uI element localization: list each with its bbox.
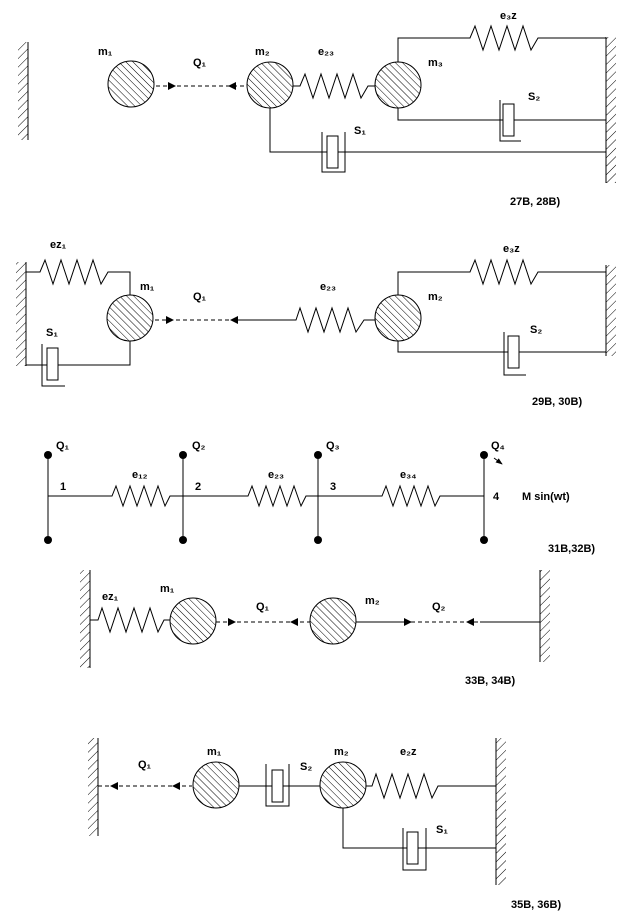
- node-1: [44, 451, 52, 544]
- right-wall: [539, 570, 550, 662]
- label-e2z: e₂z: [400, 746, 417, 758]
- q1-arrow-right: [228, 618, 236, 626]
- label-s1: S₁: [354, 125, 366, 137]
- label-m1: m₁: [207, 746, 222, 758]
- node-3: [314, 451, 322, 544]
- spring-e3z: [397, 258, 606, 295]
- q1-arrow-left: [228, 82, 236, 90]
- label-ez1: ez₁: [50, 239, 67, 251]
- label-m3: m₃: [428, 57, 443, 69]
- node-2: [179, 451, 187, 544]
- label-force: M sin(wt): [522, 491, 570, 503]
- damper-s2: [397, 332, 606, 376]
- left-wall: [18, 42, 29, 140]
- right-wall: [495, 738, 506, 885]
- q1-arrow-left: [230, 316, 238, 324]
- mass-m1: [106, 294, 154, 342]
- label-e12: e₁₂: [132, 469, 148, 481]
- q1-arrow-left: [110, 782, 118, 790]
- label-q2: Q₂: [432, 601, 446, 613]
- node-4: [480, 451, 488, 544]
- mass-m1: [192, 761, 240, 809]
- label-m2: m₂: [334, 746, 349, 758]
- label-ez1: ez₁: [102, 591, 119, 603]
- mass-m1: [107, 60, 155, 108]
- q2-arrow-left: [466, 618, 474, 626]
- diagram-29b-30b: ez₁ m₁ S₁ Q₁ e₂₃ m₂ e₃z S₂ 29B, 30B): [16, 239, 616, 408]
- caption-4: 33B, 34B): [465, 675, 515, 687]
- label-s2: S₂: [528, 91, 540, 103]
- label-q1: Q₁: [256, 601, 270, 613]
- label-q4: Q₄: [491, 440, 505, 452]
- label-node-3: 3: [330, 481, 336, 493]
- left-wall: [88, 738, 99, 836]
- label-s1: S₁: [46, 327, 58, 339]
- diagram-27b-28b: m₁ Q₁ m₂ e₂₃ m₃ e₃z S₂ S₁ 27B, 28B): [18, 10, 616, 208]
- mass-m2: [309, 597, 357, 645]
- mass-m1: [169, 597, 217, 645]
- label-node-2: 2: [195, 481, 201, 493]
- damper-s2: [239, 764, 320, 807]
- left-wall: [80, 570, 91, 668]
- label-e3z: e₃z: [503, 243, 520, 255]
- label-q1: Q₁: [138, 759, 152, 771]
- damper-s1: [269, 108, 606, 173]
- label-q1: Q₁: [193, 291, 207, 303]
- caption-5: 35B, 36B): [511, 899, 561, 911]
- caption-1: 27B, 28B): [510, 196, 560, 208]
- right-wall: [605, 265, 616, 356]
- q1-arrow-right: [168, 82, 176, 90]
- spring-e23: [238, 306, 375, 334]
- diagram-35b-36b: Q₁ m₁ S₂ m₂ e₂z S₁ 35B, 36B): [88, 738, 561, 911]
- caption-3: 31B,32B): [548, 543, 595, 555]
- label-m1: m₁: [160, 583, 175, 595]
- label-q2: Q₂: [192, 440, 206, 452]
- label-e34: e₃₄: [400, 469, 416, 481]
- q1-arrow-right: [166, 316, 174, 324]
- label-node-4: 4: [493, 491, 500, 503]
- mass-m2: [374, 294, 422, 342]
- spring-e34: [318, 484, 484, 508]
- label-m1: m₁: [140, 281, 155, 293]
- damper-s1: [342, 808, 496, 871]
- q2-arrow-right: [404, 618, 412, 626]
- label-m2: m₂: [255, 46, 270, 58]
- label-e3z: e₃z: [500, 10, 517, 22]
- mass-m2: [319, 761, 367, 809]
- label-e23: e₂₃: [318, 46, 334, 58]
- caption-2: 29B, 30B): [532, 396, 582, 408]
- left-wall: [16, 262, 27, 366]
- damper-s2: [397, 100, 606, 142]
- label-m2: m₂: [365, 595, 380, 607]
- spring-e3z: [397, 24, 606, 62]
- right-wall: [605, 37, 616, 183]
- label-s1: S₁: [436, 824, 448, 836]
- label-q1: Q₁: [56, 440, 70, 452]
- diagram-31b-32b: Q₁ Q₂ Q₃ Q₄ 1 2 3 4 e₁₂ e₂₃ e₃₄ M sin(wt…: [44, 440, 595, 555]
- spring-e23: [293, 72, 375, 100]
- label-node-1: 1: [60, 481, 66, 493]
- spring-e2z: [366, 772, 496, 800]
- q1-arrow-left: [290, 618, 298, 626]
- label-q1: Q₁: [193, 57, 207, 69]
- label-q3: Q₃: [326, 440, 340, 452]
- diagram-33b-34b: ez₁ m₁ Q₁ m₂ Q₂ 33B, 34B): [80, 570, 550, 687]
- q4-arrow: [493, 457, 503, 465]
- label-s2: S₂: [530, 324, 542, 336]
- label-m2: m₂: [428, 291, 443, 303]
- spring-ez1: [90, 606, 170, 634]
- label-e23: e₂₃: [320, 281, 336, 293]
- mass-m3: [374, 61, 422, 109]
- spring-e12: [48, 484, 183, 508]
- label-e23: e₂₃: [268, 469, 284, 481]
- label-s2: S₂: [300, 761, 312, 773]
- damper-s1: [26, 341, 131, 387]
- mass-m2: [246, 61, 294, 109]
- q1-arrow-left-2: [172, 782, 180, 790]
- spring-e23: [183, 484, 318, 508]
- spring-ez1: [26, 258, 131, 296]
- label-m1: m₁: [98, 46, 113, 58]
